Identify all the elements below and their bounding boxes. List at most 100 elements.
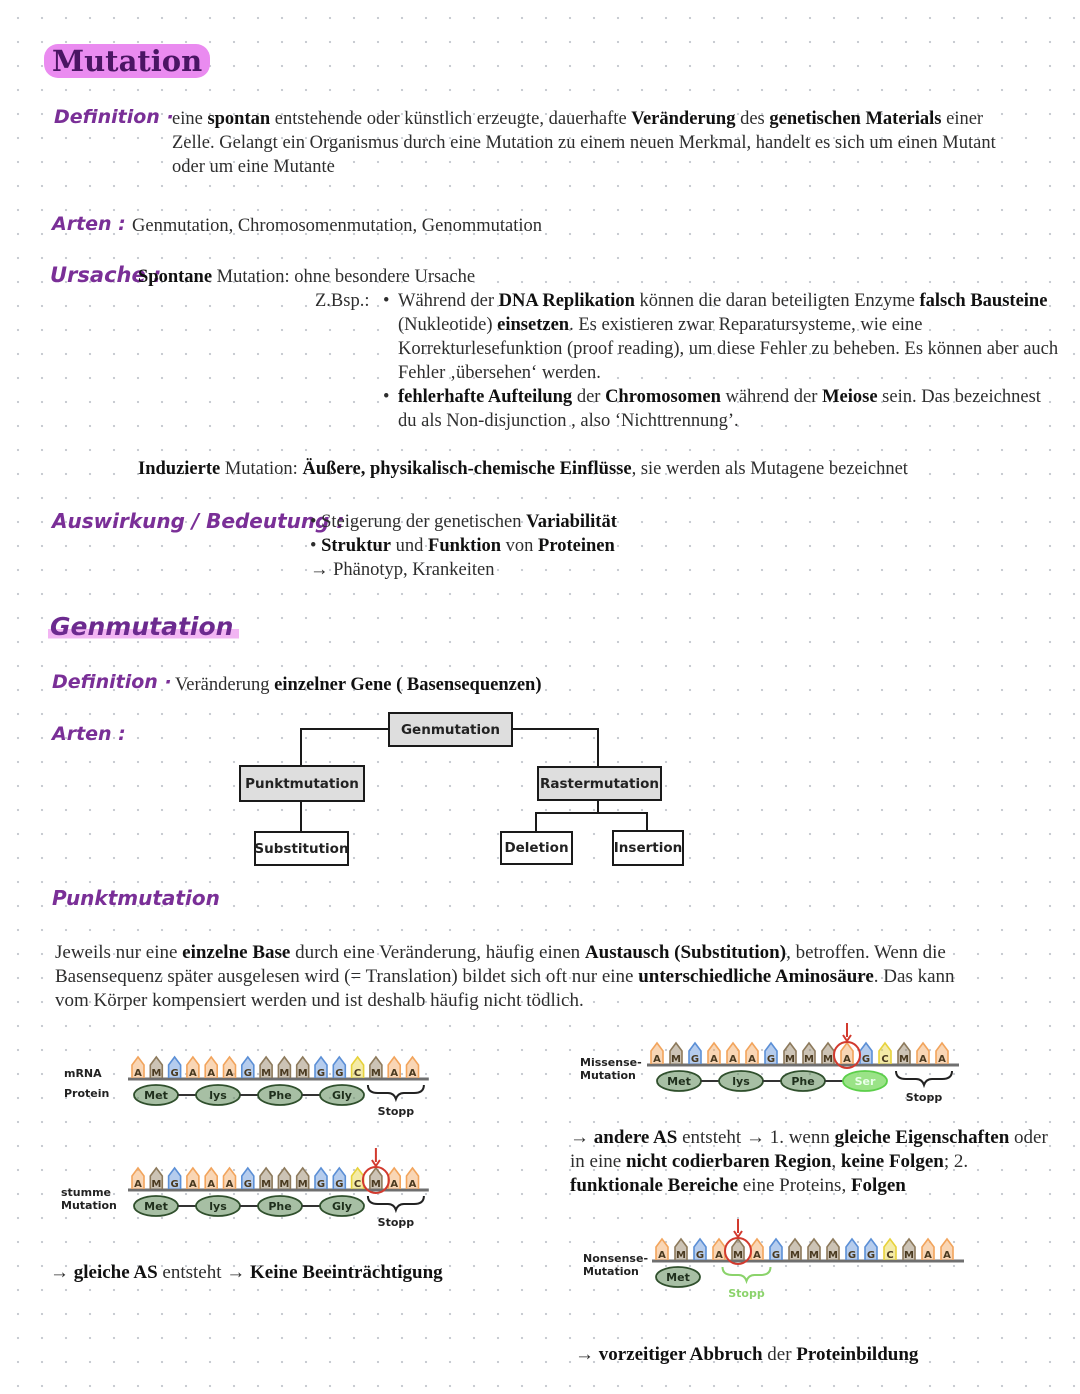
nucleotide-letter: G bbox=[691, 1054, 699, 1065]
nucleotide-letter: M bbox=[790, 1250, 800, 1261]
nucleotide-letter: A bbox=[134, 1068, 142, 1079]
nucleotide-icon bbox=[167, 1166, 182, 1189]
nucleotide-icon bbox=[241, 1055, 255, 1078]
nucleotide-icon bbox=[204, 1166, 218, 1189]
ursache-bullet-2: fehlerhafte Aufteilung der Chromosomen w… bbox=[398, 387, 1041, 431]
nucleotide-icon bbox=[186, 1166, 200, 1189]
nucleotide-letter: M bbox=[671, 1054, 681, 1065]
nucleotide-letter: A bbox=[189, 1179, 197, 1190]
nucleotide-letter: C bbox=[354, 1179, 361, 1190]
amino-acid-label: Met bbox=[666, 1271, 690, 1284]
auswirkung-bullet-2: • Struktur und Funktion von Proteinen bbox=[310, 536, 615, 556]
definition-label: Definition · bbox=[54, 106, 174, 128]
mutation-arrow-icon bbox=[371, 1159, 381, 1168]
nucleotide-icon bbox=[405, 1166, 420, 1189]
stop-brace bbox=[721, 1266, 772, 1285]
nucleotide-letter: A bbox=[924, 1250, 932, 1261]
arten-label: Arten : bbox=[52, 213, 126, 235]
nucleotide-icon bbox=[693, 1237, 707, 1260]
mutation-arrow-icon bbox=[733, 1230, 743, 1239]
genmutation-title: Genmutation bbox=[48, 612, 240, 641]
nucleotide-icon bbox=[149, 1055, 164, 1078]
bullet-dot-1: • bbox=[383, 291, 390, 311]
nucleotide-icon bbox=[332, 1055, 347, 1078]
tree-node-genmutation: Genmutation bbox=[388, 712, 513, 747]
missense-mutation-label: Missense- Mutation bbox=[580, 1056, 642, 1082]
nucleotide-icon bbox=[902, 1237, 916, 1260]
stumme-mutation-label: stumme Mutation bbox=[61, 1186, 117, 1212]
nucleotide-letter: M bbox=[279, 1068, 289, 1079]
nucleotide-icon bbox=[845, 1237, 859, 1260]
nucleotide-letter: A bbox=[390, 1068, 398, 1079]
nonsense-mutation-label: Nonsense- Mutation bbox=[583, 1252, 649, 1278]
nucleotide-icon bbox=[788, 1237, 802, 1260]
page-title: Mutation bbox=[44, 44, 211, 78]
nucleotide-icon bbox=[826, 1237, 840, 1260]
nucleotide-icon bbox=[204, 1055, 218, 1078]
nonsense-caption: → vorzeitiger Abbruch der Proteinbildung bbox=[575, 1344, 919, 1365]
nucleotide-letter: A bbox=[409, 1068, 417, 1079]
nucleotide-icon bbox=[241, 1166, 255, 1189]
nucleotide-icon bbox=[864, 1237, 878, 1260]
nucleotide-letter: A bbox=[226, 1068, 234, 1079]
amino-acid bbox=[655, 1266, 701, 1288]
nucleotide-letter: A bbox=[919, 1054, 927, 1065]
nucleotide-letter: A bbox=[748, 1054, 756, 1065]
amino-acid-label: Met bbox=[667, 1075, 691, 1088]
tree-connector bbox=[597, 799, 599, 813]
tree-connector bbox=[300, 799, 302, 832]
tree-connector bbox=[511, 728, 599, 730]
nucleotide-letter: M bbox=[676, 1250, 686, 1261]
protein-label: Protein bbox=[64, 1087, 110, 1100]
amino-acid-label: Gly bbox=[332, 1089, 352, 1102]
nucleotide-icon bbox=[921, 1237, 935, 1260]
nucleotide-letter: G bbox=[335, 1179, 343, 1190]
mutation-arrow-icon bbox=[842, 1034, 852, 1043]
amino-acid-label: Phe bbox=[791, 1075, 814, 1088]
nucleotide-icon bbox=[295, 1166, 310, 1189]
nucleotide-icon bbox=[314, 1055, 328, 1078]
nucleotide-letter: A bbox=[843, 1054, 851, 1065]
nucleotide-letter: M bbox=[298, 1179, 308, 1190]
nucleotide-letter: G bbox=[170, 1068, 178, 1079]
nucleotide-icon bbox=[186, 1055, 200, 1078]
amino-acid bbox=[842, 1070, 888, 1092]
nucleotide-icon bbox=[655, 1237, 669, 1260]
nucleotide-letter: G bbox=[767, 1054, 775, 1065]
nucleotide-letter: A bbox=[207, 1068, 215, 1079]
nucleotide-icon bbox=[350, 1055, 365, 1078]
amino-acid bbox=[319, 1084, 365, 1106]
nucleotide-icon bbox=[131, 1055, 145, 1078]
tree-node-insertion: Insertion bbox=[612, 830, 684, 866]
tree-connector bbox=[597, 728, 599, 767]
stop-label: Stopp bbox=[728, 1287, 765, 1300]
nucleotide-letter: M bbox=[261, 1179, 271, 1190]
nucleotide-icon bbox=[916, 1041, 930, 1064]
nucleotide-icon bbox=[387, 1055, 401, 1078]
genmutation-definition-text: Veränderung einzelner Gene ( Basensequen… bbox=[175, 675, 542, 695]
ursache-zbsp: Z.Bsp.: bbox=[315, 291, 370, 311]
nucleotide-letter: M bbox=[151, 1179, 161, 1190]
nucleotide-letter: M bbox=[904, 1250, 914, 1261]
amino-acid-label: Met bbox=[144, 1200, 168, 1213]
nucleotide-letter: A bbox=[653, 1054, 661, 1065]
nucleotide-icon bbox=[745, 1041, 759, 1064]
nucleotide-letter: M bbox=[899, 1054, 909, 1065]
nucleotide-letter: G bbox=[170, 1179, 178, 1190]
nucleotide-icon bbox=[277, 1055, 292, 1078]
tree-node-rastermutation: Rastermutation bbox=[537, 766, 662, 801]
ursache-spontan: Spontane Mutation: ohne besondere Ursach… bbox=[138, 267, 476, 287]
nucleotide-letter: G bbox=[244, 1179, 252, 1190]
nucleotide-icon bbox=[935, 1041, 949, 1064]
nucleotide-icon bbox=[878, 1041, 892, 1064]
nucleotide-letter: M bbox=[371, 1179, 381, 1190]
nucleotide-icon bbox=[674, 1237, 688, 1260]
tree-connector bbox=[300, 728, 389, 730]
nucleotide-icon bbox=[222, 1055, 237, 1078]
nucleotide-letter: A bbox=[938, 1054, 946, 1065]
nucleotide-icon bbox=[259, 1166, 273, 1189]
amino-acid bbox=[319, 1195, 365, 1217]
